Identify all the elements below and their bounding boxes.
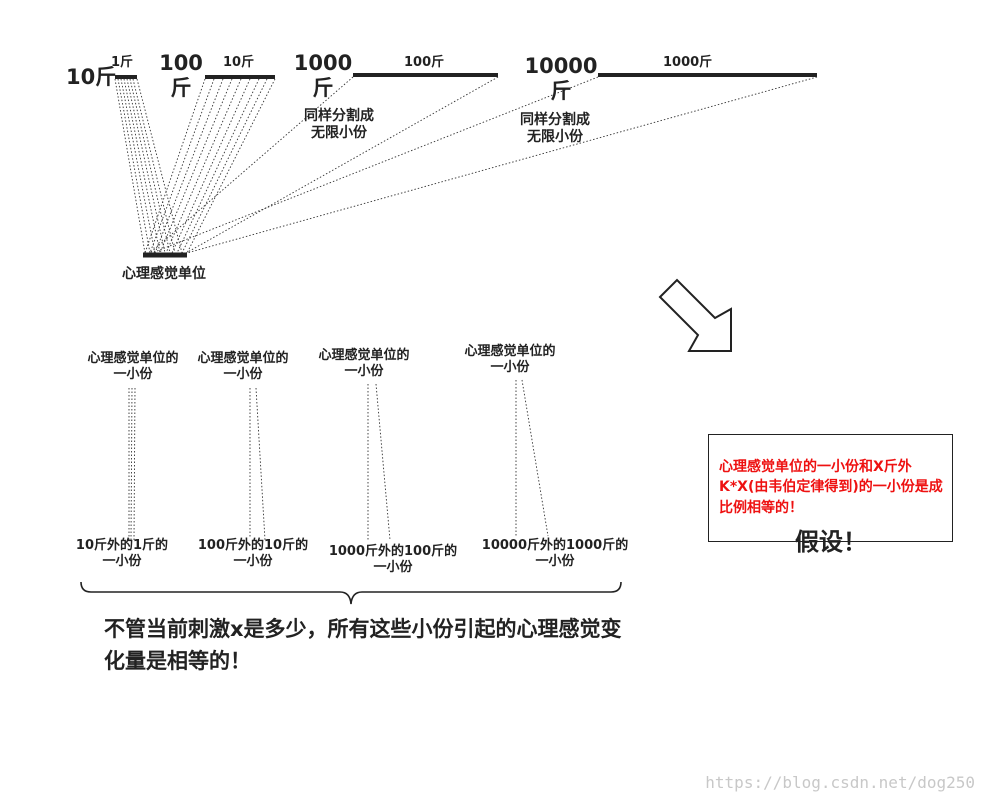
arrow-down-right-icon — [658, 278, 732, 352]
curly-brace — [80, 581, 622, 605]
column-1-top: 心理感觉单位的 一小份 — [87, 351, 179, 382]
column-4-top: 心理感觉单位的 一小份 — [464, 344, 556, 375]
amount-100jin: 100 斤 — [159, 51, 203, 101]
psych-unit-label: 心理感觉单位 — [122, 266, 206, 282]
split-note-10000jin: 同样分割成 无限小份 — [520, 112, 590, 145]
mapping-lines — [114, 76, 818, 254]
column-1-bottom: 10斤外的1斤的 一小份 — [75, 538, 169, 569]
column-3-top: 心理感觉单位的 一小份 — [318, 348, 410, 379]
amount-1000jin: 1000 斤 — [293, 51, 353, 101]
segment-label-10jin: 10斤 — [223, 55, 255, 70]
hypothesis-box: 心理感觉单位的一小份和X斤外K*X(由韦伯定律得到)的一小份是成比例相等的！ — [708, 434, 953, 542]
column-3-bottom: 1000斤外的100斤的 一小份 — [328, 544, 458, 575]
segment-label-1000jin: 1000斤 — [663, 55, 713, 70]
column-4-bottom: 10000斤外的1000斤的 一小份 — [481, 538, 629, 569]
watermark: https://blog.csdn.net/dog250 — [705, 773, 975, 792]
amount-10000jin: 10000 斤 — [524, 54, 598, 104]
segment-label-1jin: 1斤 — [111, 55, 134, 70]
column-2-bottom: 100斤外的10斤的 一小份 — [197, 538, 309, 569]
split-note-1000jin: 同样分割成 无限小份 — [304, 108, 374, 141]
hypothesis-label: 假设！ — [795, 528, 867, 556]
column-2-top: 心理感觉单位的 一小份 — [197, 351, 289, 382]
conclusion-text: 不管当前刺激x是多少，所有这些小份引起的心理感觉变化量是相等的！ — [104, 617, 622, 673]
top-segments — [115, 73, 817, 258]
middle-lines — [128, 379, 549, 541]
amount-10jin: 10斤 — [66, 65, 117, 89]
segment-label-100jin: 100斤 — [404, 55, 445, 70]
hypothesis-text: 心理感觉单位的一小份和X斤外K*X(由韦伯定律得到)的一小份是成比例相等的！ — [719, 459, 943, 516]
